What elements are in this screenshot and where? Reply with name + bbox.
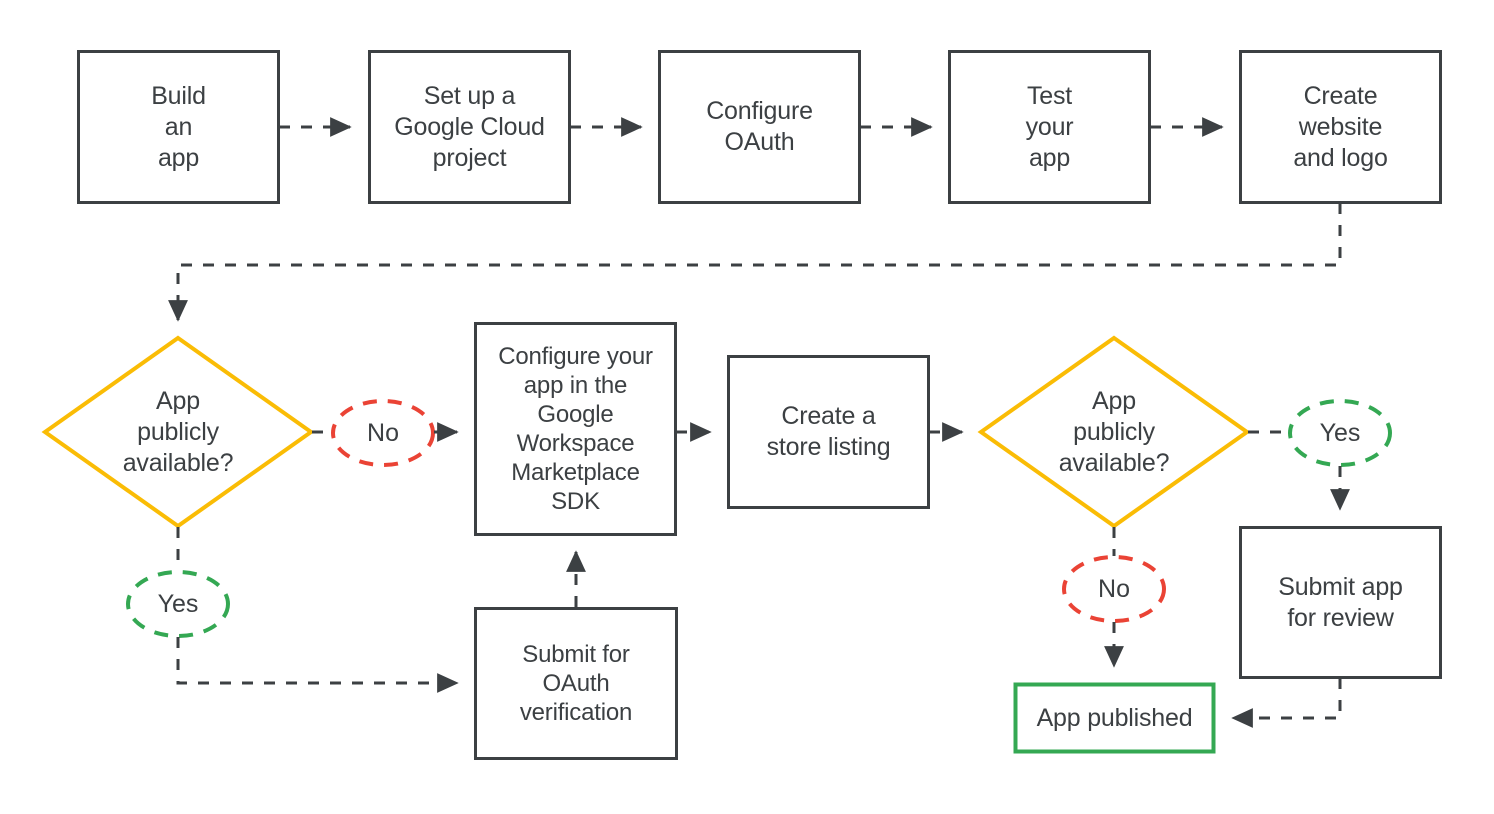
edge-submit-review-to-app-published — [1231, 678, 1342, 728]
node-decision-public-2-shape — [977, 335, 1251, 529]
node-create-website-logo-shape — [1239, 50, 1442, 204]
node-configure-oauth-shape — [658, 50, 861, 204]
edge-label-yes-1: Yes — [157, 590, 199, 618]
node-app-published-shape — [1013, 682, 1216, 754]
edge-website-to-decision1 — [168, 203, 1342, 322]
node-submit-oauth-verify-shape — [474, 607, 678, 760]
node-set-up-gcp-project-shape — [368, 50, 571, 204]
node-configure-app-sdk-shape — [474, 322, 677, 536]
edge-label-no-1-shape — [331, 399, 435, 467]
edge-label-no-2: No — [1098, 575, 1130, 603]
node-test-your-app-shape — [948, 50, 1151, 204]
node-submit-app-review-shape — [1239, 526, 1442, 679]
edge-label-no-1: No — [367, 419, 399, 447]
edge-label-no-2-shape — [1062, 555, 1166, 623]
node-create-store-listing-shape — [727, 355, 930, 509]
edge-label-yes-2-shape — [1288, 399, 1392, 467]
edge-yes-label-to-oauth-verify — [176, 637, 459, 693]
edge-label-yes-1-shape — [126, 570, 230, 638]
edge-label-yes-2: Yes — [1319, 419, 1361, 447]
node-build-an-app-shape — [77, 50, 280, 204]
node-decision-public-1-shape — [41, 335, 315, 529]
